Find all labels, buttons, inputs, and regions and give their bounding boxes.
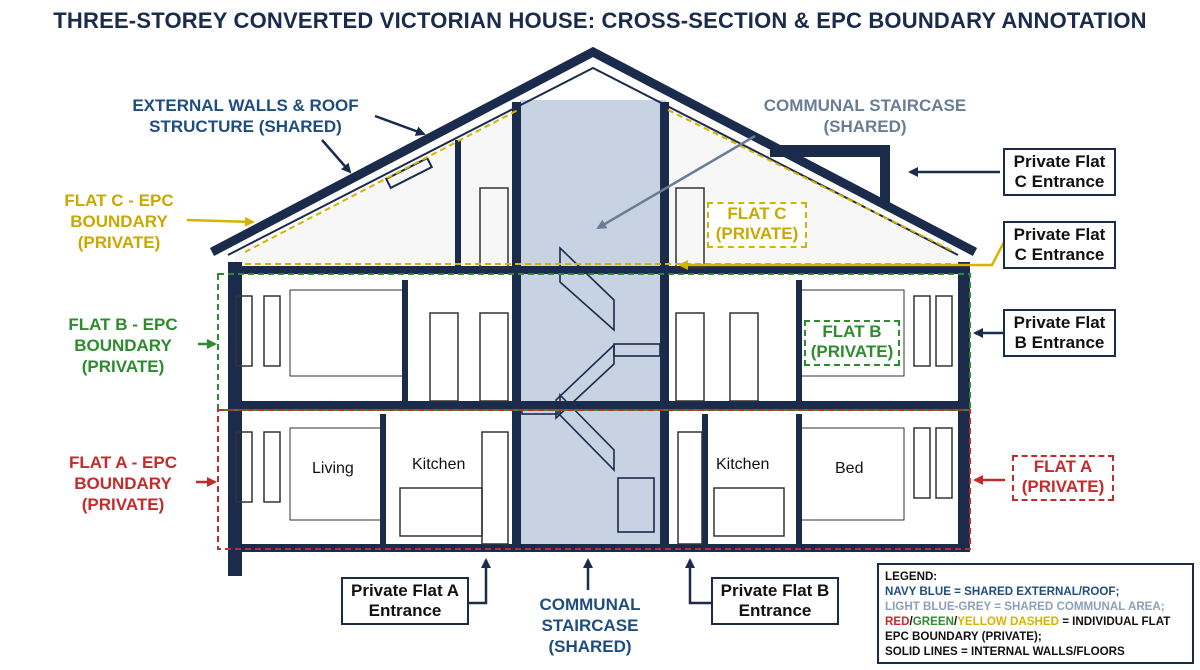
room-kitchen-right: Kitchen — [716, 456, 770, 473]
flat-a-epc-boundary — [217, 409, 971, 550]
flat-c-private-tag: FLAT C(PRIVATE) — [707, 202, 807, 248]
legend-line-navy: NAVY BLUE = SHARED EXTERNAL/ROOF; — [885, 585, 1120, 598]
room-bed: Bed — [835, 460, 864, 477]
legend-line-solid: SOLID LINES = INTERNAL WALLS/FLOORS — [885, 645, 1125, 658]
chimney — [770, 145, 890, 157]
flat-c-attic — [235, 105, 520, 268]
first-floor — [228, 401, 970, 409]
legend-green: GREEN — [912, 615, 954, 628]
legend-heading: LEGEND: — [885, 570, 938, 583]
legend-line-communal: LIGHT BLUE-GREY = SHARED COMMUNAL AREA; — [885, 600, 1165, 613]
diagram-title: THREE-STOREY CONVERTED VICTORIAN HOUSE: … — [53, 8, 1147, 33]
legend-yellow: YELLOW DASHED — [957, 615, 1059, 628]
legend: LEGEND: NAVY BLUE = SHARED EXTERNAL/ROOF… — [877, 563, 1194, 664]
flat-a-private-tag: FLAT A(PRIVATE) — [1012, 455, 1114, 501]
communal-stair-core — [520, 100, 666, 546]
attic-floor — [228, 266, 970, 274]
legend-red: RED — [885, 615, 910, 628]
roof — [209, 46, 978, 256]
room-living: Living — [312, 460, 354, 477]
legend-line-epc: RED/GREEN/YELLOW DASHED = INDIVIDUAL FLA… — [885, 615, 1171, 628]
room-kitchen-left: Kitchen — [412, 456, 466, 473]
communal-staircase-top-label: COMMUNAL STAIRCASE(SHARED) — [763, 96, 967, 136]
legend-line-epc-cont: EPC BOUNDARY (PRIVATE); — [885, 630, 1042, 643]
external-wall-left — [228, 262, 242, 576]
flat-b-private-tag: FLAT B(PRIVATE) — [804, 320, 900, 366]
